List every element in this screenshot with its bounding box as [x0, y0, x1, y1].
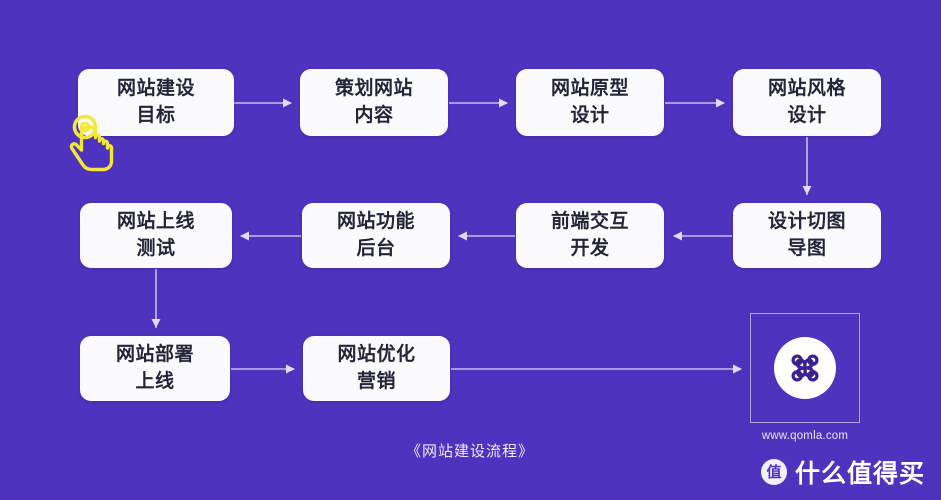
node-label-line2: 设计 [570, 104, 610, 126]
node-backend-features[interactable]: 网站功能 后台 [302, 203, 450, 268]
node-label-line1: 网站上线 [116, 210, 195, 232]
watermark-badge-icon: 值 [760, 459, 787, 485]
node-label-line2: 上线 [135, 370, 175, 392]
node-label-line1: 网站风格 [767, 77, 846, 99]
logo-url-text: www.qomla.com [761, 430, 849, 442]
node-label-line1: 设计切图 [767, 210, 846, 232]
node-label-line1: 前端交互 [550, 210, 629, 232]
node-label-line2: 开发 [570, 237, 610, 259]
node-frontend-dev[interactable]: 前端交互 开发 [516, 203, 664, 268]
logo-frame [750, 313, 860, 423]
node-optimize-marketing[interactable]: 网站优化 营销 [303, 336, 450, 401]
node-label-line2: 内容 [354, 104, 394, 126]
node-prototype-design[interactable]: 网站原型 设计 [516, 69, 664, 136]
watermark-text: 什么值得买 [794, 460, 925, 488]
node-launch-testing[interactable]: 网站上线 测试 [80, 203, 232, 268]
node-label-line2: 后台 [356, 237, 396, 259]
node-label-line2: 目标 [136, 104, 176, 126]
node-label-line2: 测试 [136, 237, 176, 259]
node-design-slicing[interactable]: 设计切图 导图 [733, 203, 881, 268]
node-label-line1: 网站建设 [116, 77, 195, 99]
node-label-line2: 导图 [787, 237, 827, 259]
node-label-line1: 网站优化 [337, 343, 416, 365]
node-label-line1: 策划网站 [334, 77, 413, 99]
qomla-pinwheel-logo [774, 337, 836, 399]
node-label-line1: 网站部署 [115, 343, 194, 365]
diagram-caption: 《网站建设流程》 [405, 443, 534, 460]
node-label-line2: 设计 [787, 104, 827, 126]
hand-tap-cursor-icon [69, 114, 114, 172]
watermark: 值 什么值得买 [760, 454, 925, 490]
node-website-goal[interactable]: 网站建设 目标 [78, 69, 234, 136]
node-label-line1: 网站原型 [550, 77, 629, 99]
node-style-design[interactable]: 网站风格 设计 [733, 69, 881, 136]
node-plan-content[interactable]: 策划网站 内容 [300, 69, 448, 136]
node-label-line1: 网站功能 [336, 210, 415, 232]
node-deploy-online[interactable]: 网站部署 上线 [80, 336, 230, 401]
node-label-line2: 营销 [356, 370, 396, 392]
